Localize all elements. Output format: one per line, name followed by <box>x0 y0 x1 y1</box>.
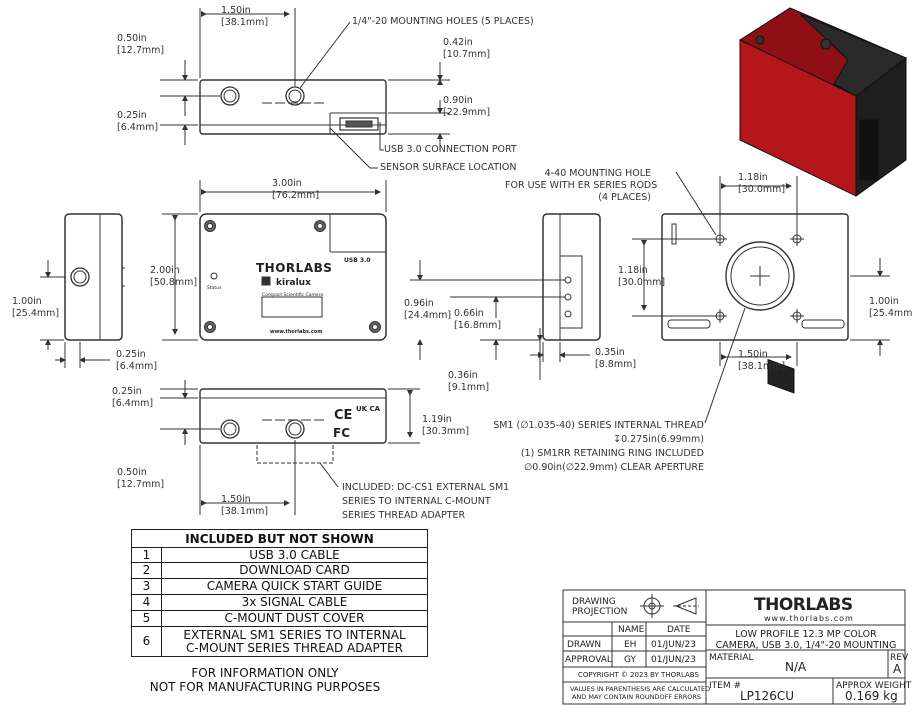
tb-weight-value: 0.169 kg <box>845 689 898 703</box>
included-table-title: INCLUDED BUT NOT SHOWN <box>131 529 428 548</box>
tb-approval-date: 01/JUN/23 <box>651 655 696 665</box>
front-labels: THORLABS kiralux Compact Scientific Came… <box>207 257 854 623</box>
top-dim-left-height: 0.50in[12.7mm] <box>117 33 165 56</box>
info-note-line-1: FOR INFORMATION ONLY <box>191 666 339 680</box>
top-dim-width: 1.50in[38.1mm] <box>221 5 269 28</box>
front-subtitle: Compact Scientific Camera <box>262 292 323 298</box>
tb-copyright: COPYRIGHT © 2023 BY THORLABS <box>578 671 699 679</box>
tb-drawn-name: EH <box>624 640 637 650</box>
bottom-dim-width: 1.50in[38.1mm] <box>221 494 269 517</box>
tb-weight-label: APPROX WEIGHT <box>836 681 912 691</box>
tb-item-value: LP126CU <box>740 689 794 703</box>
top-dim-right-top: 0.42in[10.7mm] <box>443 37 491 60</box>
callout-mounting-holes: 1/4"-20 MOUNTING HOLES (5 PLACES) <box>352 16 534 27</box>
front-dim-width: 3.00in[76.2mm] <box>272 178 320 201</box>
tb-material-label: MATERIAL <box>709 653 754 663</box>
left-dim-height: 1.00in[25.4mm] <box>12 296 60 319</box>
back-view <box>632 171 890 424</box>
front-status-label: Status <box>207 285 222 291</box>
bottom-dim-left: 0.50in[12.7mm] <box>117 467 165 490</box>
tb-drawn-label: DRAWN <box>567 640 602 650</box>
front-view <box>162 180 387 341</box>
front-usb-label: USB 3.0 <box>344 257 370 264</box>
tb-rev-label: REV <box>890 653 909 663</box>
callout-sensor-surface: SENSOR SURFACE LOCATION <box>380 162 517 173</box>
callout-usb-port: USB 3.0 CONNECTION PORT <box>384 144 517 155</box>
bottom-view <box>160 380 420 515</box>
tb-name-header: NAME <box>618 625 645 635</box>
tb-item-label: ITEM # <box>709 681 742 691</box>
back-dim-right: 1.00in[25.4mm] <box>869 296 913 319</box>
info-note-line-2: NOT FOR MANUFACTURING PURPOSES <box>149 680 381 694</box>
front-dim-height: 2.00in[50.8mm] <box>150 265 198 288</box>
tb-approval-name: GY <box>624 655 637 665</box>
left-dim-bottom: 0.25in[6.4mm] <box>116 349 158 372</box>
tb-logo: THORLABS <box>754 595 853 615</box>
tb-date-header: DATE <box>667 625 691 635</box>
back-dim-bottom: 1.50in[38.1mm] <box>738 349 786 372</box>
left-view <box>40 213 125 368</box>
side-dim-096: 0.96in[24.4mm] <box>404 298 452 321</box>
callout-sm1-thread: SM1 (∅1.035-40) SERIES INTERNAL THREAD↧0… <box>493 420 704 473</box>
camera-3d-render <box>738 7 907 394</box>
front-logo: THORLABS <box>256 261 332 275</box>
connector-side-view <box>410 213 601 380</box>
side-dim-036: 0.36in[9.1mm] <box>448 370 490 393</box>
bottom-dim-top: 0.25in[6.4mm] <box>112 386 154 409</box>
title-block-frame <box>562 589 906 705</box>
tb-material-value: N/A <box>785 660 807 674</box>
tb-drawn-date: 01/JUN/23 <box>651 640 696 650</box>
front-brand: kiralux <box>276 278 311 288</box>
top-dim-left-low: 0.25in[6.4mm] <box>117 110 159 133</box>
back-dim-top: 1.18in[30.0mm] <box>738 172 786 195</box>
bottom-dim-right: 1.19in[30.3mm] <box>422 414 470 437</box>
mark-uk: UK CA <box>356 405 381 413</box>
back-dim-left: 1.18in[30.0mm] <box>618 265 666 288</box>
mark-fc: FC <box>333 426 350 440</box>
front-url: www.thorlabs.com <box>270 329 322 335</box>
mark-ce: CE <box>334 408 352 423</box>
top-view <box>160 8 450 169</box>
tb-approval-label: APPROVAL <box>565 655 612 665</box>
tb-rev-value: A <box>893 662 902 676</box>
tb-url: www.thorlabs.com <box>764 614 854 623</box>
side-dim-035: 0.35in[8.8mm] <box>595 347 637 370</box>
top-dim-right-height: 0.90in[22.9mm] <box>443 95 491 118</box>
side-dim-066: 0.66in[16.8mm] <box>454 308 502 331</box>
